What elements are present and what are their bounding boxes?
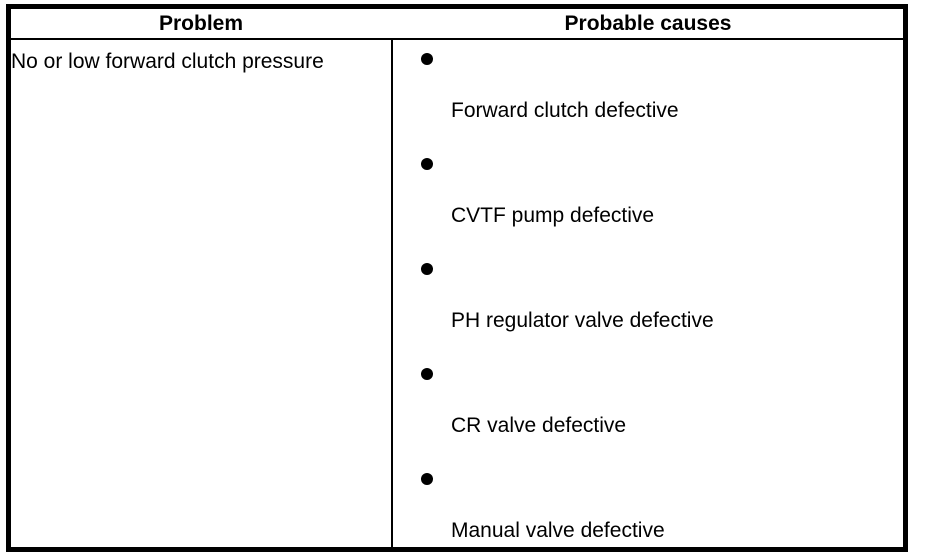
list-item: Forward clutch defective <box>393 40 903 145</box>
bullet-icon <box>421 263 433 275</box>
cause-label: CVTF pump defective <box>451 204 655 227</box>
column-header-problem: Problem <box>158 11 244 35</box>
bullet-icon <box>421 368 433 380</box>
table-header-row: Problem Probable causes <box>11 9 903 40</box>
table-row: No or low forward clutch pressure Forwar… <box>11 40 903 547</box>
column-divider <box>391 40 393 547</box>
cause-label: PH regulator valve defective <box>451 309 714 332</box>
list-item: PH regulator valve defective <box>393 250 903 355</box>
cell-probable-causes: Forward clutch defective CVTF pump defec… <box>393 40 903 547</box>
list-item: Manual valve defective <box>393 460 903 547</box>
cause-label: Forward clutch defective <box>451 99 679 122</box>
list-item: CR valve defective <box>393 355 903 460</box>
bullet-icon <box>421 53 433 65</box>
cause-label: Manual valve defective <box>451 519 665 542</box>
problem-text: No or low forward clutch pressure <box>11 50 324 73</box>
column-header-probable-causes: Probable causes <box>564 11 732 35</box>
cell-problem: No or low forward clutch pressure <box>11 40 391 547</box>
cause-label: CR valve defective <box>451 414 627 437</box>
troubleshooting-table: Problem Probable causes No or low forwar… <box>6 4 908 552</box>
bullet-icon <box>421 473 433 485</box>
list-item: CVTF pump defective <box>393 145 903 250</box>
bullet-icon <box>421 158 433 170</box>
